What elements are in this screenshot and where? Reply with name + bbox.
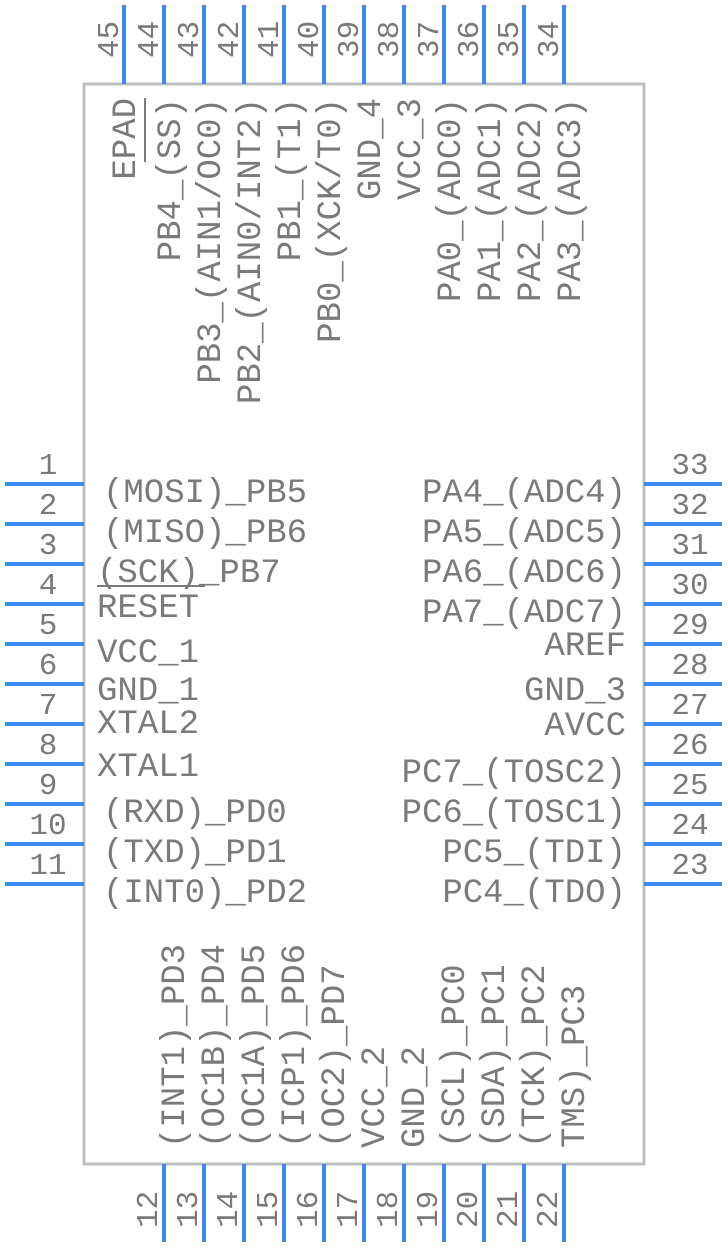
pin-label: PC4_(TDO) [442,875,626,913]
pin-label: (INT0)_PD2 [103,875,307,913]
pin-number: 39 [333,21,368,58]
pin-label: (ICP1)_PD6 [277,944,315,1148]
pin-number: 18 [372,1191,407,1228]
pin-number: 12 [132,1191,167,1228]
pin-number: 5 [39,609,58,644]
pin-label: VCC_2 [357,1046,395,1148]
pin-label: (INT1)_PD3 [157,944,195,1148]
pin-label: PA4_(ADC4) [422,475,626,513]
pin-number: 2 [39,489,58,524]
pin-number: 13 [172,1191,207,1228]
pin-number: 32 [671,489,708,524]
pin-number: 37 [413,21,448,58]
pin-label: PA6_(ADC6) [422,555,626,593]
pin-label: PB4_(SS) [153,98,191,261]
pin-number: 16 [292,1191,327,1228]
pin-label: PB3_(AIN1/OC0) [193,98,231,384]
pin-label: RESET [97,590,199,628]
pin-number: 11 [29,849,66,884]
pin-label: XTAL2 [97,706,199,744]
pin-label: PA3_(ADC3) [553,98,591,302]
pin-number: 28 [671,649,708,684]
pin-number: 33 [671,449,708,484]
pin-number: 26 [671,729,708,764]
pin-number: 36 [453,21,488,58]
pin-number: 25 [671,769,708,804]
pin-number: 19 [412,1191,447,1228]
pin-number: 23 [671,849,708,884]
pin-label: GND_4 [353,98,391,200]
pin-number: 4 [39,569,58,604]
pin-number: 30 [671,569,708,604]
pin-number: 14 [212,1191,247,1228]
pin-label: (OC1A)_PD5 [237,944,275,1148]
pin-number: 38 [373,21,408,58]
pin-label: (TXD)_PD1 [103,835,287,873]
pin-label: VCC_1 [97,635,199,673]
pin-label: (SCK)_PB7 [97,555,281,593]
pin-label: TMS)_PC3 [557,985,595,1148]
pin-label: VCC_3 [393,98,431,200]
pin-number: 40 [293,21,328,58]
ic-body [82,82,646,1166]
pin-number: 20 [452,1191,487,1228]
pin-label: (MOSI)_PB5 [103,475,307,513]
pin-label: AREF [544,628,626,666]
pin-label: (TCK)_PC2 [517,964,555,1148]
pin-number: 1 [39,449,58,484]
pin-label: PA7_(ADC7) [422,595,626,633]
pin-label: GND_3 [524,673,626,711]
pin-label: PB1_(T1) [273,98,311,261]
pin-number: 15 [252,1191,287,1228]
pin-label: PC7_(TOSC2) [402,755,626,793]
pin-label: (RXD)_PD0 [103,795,287,833]
pin-number: 3 [39,529,58,564]
pin-number: 6 [39,649,58,684]
pin-label: PA0_(ADC0) [433,98,471,302]
pin-number: 29 [671,609,708,644]
pin-number: 44 [133,21,168,58]
pin-label: PB2_(AIN0/INT2) [233,98,271,404]
pin-number: 41 [253,21,288,58]
pin-label: (SDA)_PC1 [477,964,515,1148]
pin-number: 35 [493,21,528,58]
pin-label: AVCC [544,708,626,746]
pin-label: PA1_(ADC1) [473,98,511,302]
pin-label: (OC2)_PD7 [317,964,355,1148]
pin-number: 45 [93,21,128,58]
pin-number: 27 [671,689,708,724]
pin-label: (MISO)_PB6 [103,515,307,553]
pin-number: 17 [332,1191,367,1228]
pin-number: 8 [39,729,58,764]
pin-number: 43 [173,21,208,58]
pin-label: PB0_(XCK/T0) [313,98,351,343]
pin-number: 21 [492,1191,527,1228]
pin-label: GND_2 [397,1046,435,1148]
pin-number: 9 [39,769,58,804]
pin-label: GND_1 [97,673,199,711]
pin-number: 34 [533,21,568,58]
pin-label: PC6_(TOSC1) [402,795,626,833]
pin-number: 24 [671,809,708,844]
pin-number: 31 [671,529,708,564]
pin-number: 22 [532,1191,567,1228]
pin-label: PC5_(TDI) [442,835,626,873]
pin-label: (SCL)_PC0 [437,964,475,1148]
pin-label: XTAL1 [97,749,199,787]
pin-label: EPAD [108,98,146,180]
pin-number: 7 [39,689,58,724]
pin-number: 10 [29,809,66,844]
pin-number: 42 [213,21,248,58]
pin-label: (OC1B)_PD4 [197,944,235,1148]
pin-label: PA2_(ADC2) [513,98,551,302]
pin-label: PA5_(ADC5) [422,515,626,553]
